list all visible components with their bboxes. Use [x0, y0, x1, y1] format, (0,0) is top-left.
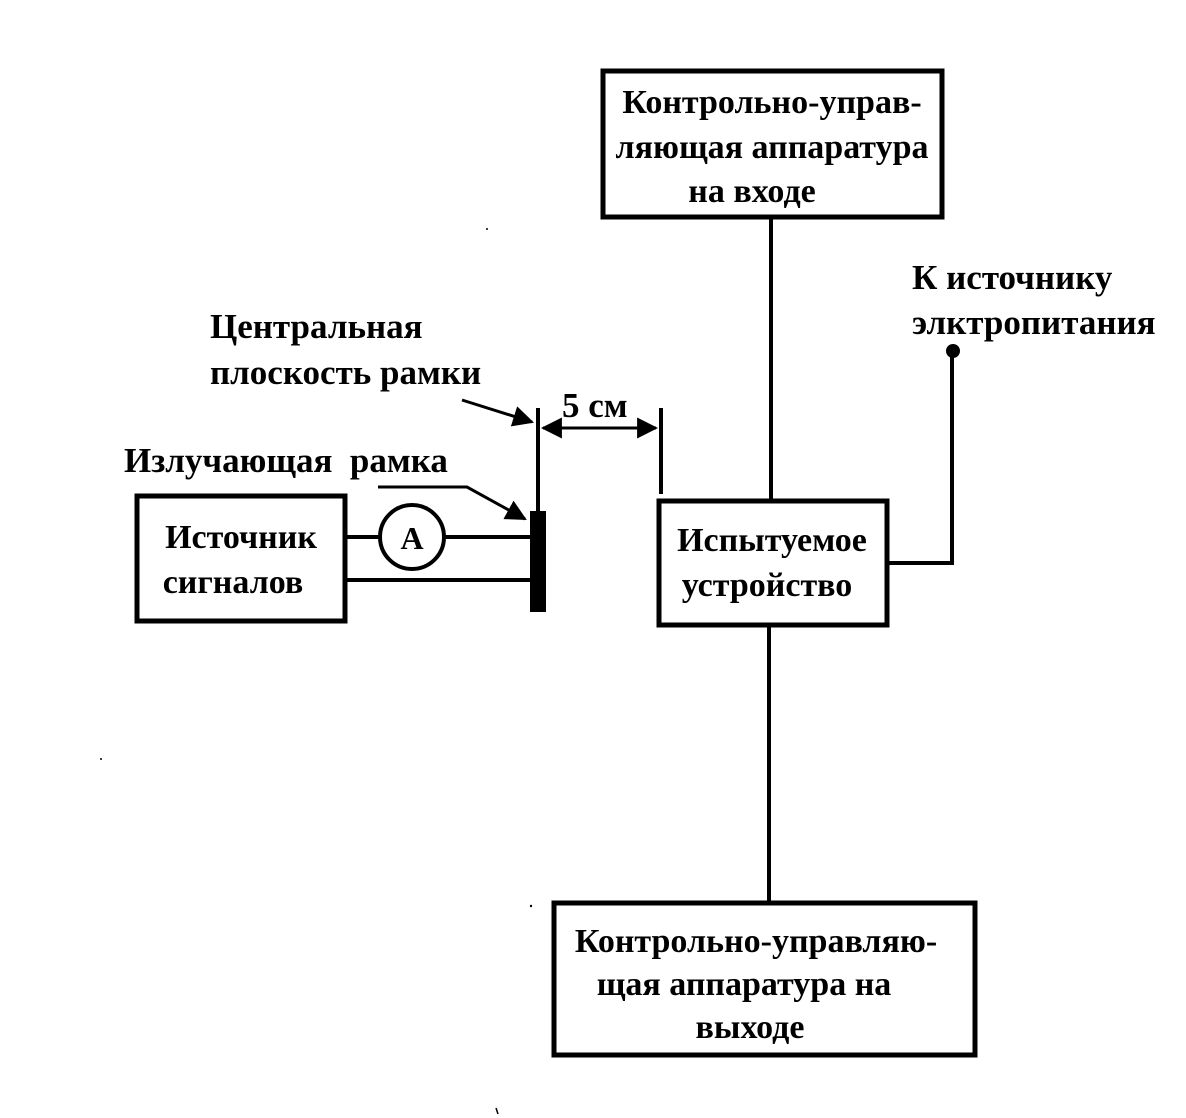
- signal-source-line-2: сигналов: [163, 564, 304, 601]
- ammeter: А: [378, 503, 446, 571]
- scan-speck: [495, 1107, 499, 1115]
- distance-label: 5 см: [562, 386, 628, 425]
- input-control-line-2: ляющая аппаратура: [616, 129, 929, 166]
- power-terminal-dot: [946, 344, 960, 358]
- power-supply-label: К источнику элктропитания: [912, 258, 1156, 342]
- device-under-test-box: Испытуемое устройство: [656, 498, 890, 628]
- output-control-line-2: щая аппаратура на: [597, 966, 892, 1003]
- power-supply-label-line-2: элктропитания: [912, 303, 1156, 342]
- radiating-frame-pointer-arrow: [378, 485, 527, 521]
- scan-speck: [529, 904, 533, 908]
- radiating-frame: [530, 511, 546, 612]
- power-supply-line: [887, 354, 954, 565]
- power-supply-label-line-1: К источнику: [912, 258, 1113, 297]
- central-plane-pointer-arrow: [461, 398, 535, 427]
- scan-speck: [486, 228, 488, 230]
- output-control-line-3: выходе: [696, 1009, 805, 1046]
- scan-speck: [100, 758, 102, 760]
- central-plane-label-line-2: плоскость рамки: [210, 353, 481, 392]
- device-line-2: устройство: [682, 567, 853, 604]
- signal-source-box: Источник сигналов: [134, 493, 348, 624]
- signal-source-line-1: Источник: [165, 519, 317, 556]
- radiating-frame-label: Излучающая рамка: [124, 441, 448, 480]
- central-plane-label: Центральная плоскость рамки: [210, 307, 481, 392]
- central-plane-label-line-1: Центральная: [210, 307, 423, 346]
- device-line-1: Испытуемое: [677, 522, 867, 559]
- ammeter-symbol: А: [400, 520, 423, 556]
- output-control-box: Контрольно-управляю- щая аппаратура на в…: [551, 900, 978, 1058]
- input-control-line-1: Контрольно-управ-: [622, 84, 921, 121]
- input-control-line-3: на входе: [688, 173, 815, 210]
- input-control-box: Контрольно-управ- ляющая аппаратура на в…: [600, 68, 945, 220]
- output-control-line-1: Контрольно-управляю-: [575, 923, 937, 960]
